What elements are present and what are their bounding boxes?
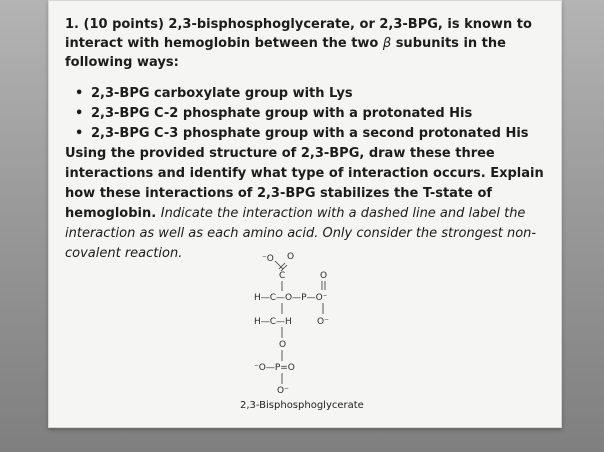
- c3-row-label: H—C—H: [254, 317, 292, 327]
- middle-o-label: O: [279, 340, 286, 350]
- carboxylate-double-bond-b: [280, 264, 288, 272]
- list-item: 2,3-BPG carboxylate group with Lys: [75, 84, 551, 104]
- list-item: 2,3-BPG C-3 phosphate group with a secon…: [75, 124, 551, 144]
- carboxylate-o-label: O: [287, 252, 294, 262]
- structure-caption: 2,3-Bisphosphoglycerate: [240, 400, 364, 411]
- o-minus-right-label: O⁻: [317, 317, 329, 327]
- bottom-o-minus-label: O⁻: [277, 386, 289, 396]
- carboxylate-single-bond: [274, 260, 284, 270]
- question-intro-suffix: subunits in the following ways:: [65, 36, 506, 70]
- carboxylate-double-bond-a: [278, 262, 286, 270]
- c2-row-label: H—C—O—P—O⁻: [254, 293, 328, 303]
- question-card: 1. (10 points) 2,3-bisphosphoglycerate, …: [48, 0, 562, 428]
- list-item: 2,3-BPG C-2 phosphate group with a proto…: [75, 104, 551, 124]
- bottom-phosphate-label: ⁻O—P=O: [254, 363, 295, 373]
- carboxylate-o-minus-label: ⁻O: [262, 254, 274, 264]
- question-intro: 1. (10 points) 2,3-bisphosphoglycerate, …: [65, 15, 551, 72]
- beta-symbol: β: [382, 36, 392, 51]
- instructions-bold-text: Using the provided structure of 2,3-BPG,…: [65, 146, 544, 221]
- question-text: 1. (10 points) 2,3-bisphosphoglycerate, …: [65, 15, 551, 264]
- bpg-structure-svg: ⁻O O C O H—C—O—P—O⁻ H—C—H O⁻ O: [254, 252, 329, 396]
- top-phosphate-o-label: O: [320, 271, 327, 281]
- interaction-list: 2,3-BPG carboxylate group with Lys 2,3-B…: [65, 84, 551, 144]
- bpg-structure-diagram: ⁻O O C O H—C—O—P—O⁻ H—C—H O⁻ O: [224, 251, 424, 406]
- instructions-paragraph: Using the provided structure of 2,3-BPG,…: [65, 144, 551, 264]
- carbon-1-label: C: [279, 271, 285, 281]
- instructions-italic-text: Indicate the interaction with a dashed l…: [65, 206, 537, 261]
- question-intro-prefix: 1. (10 points) 2,3-bisphosphoglycerate, …: [65, 17, 532, 51]
